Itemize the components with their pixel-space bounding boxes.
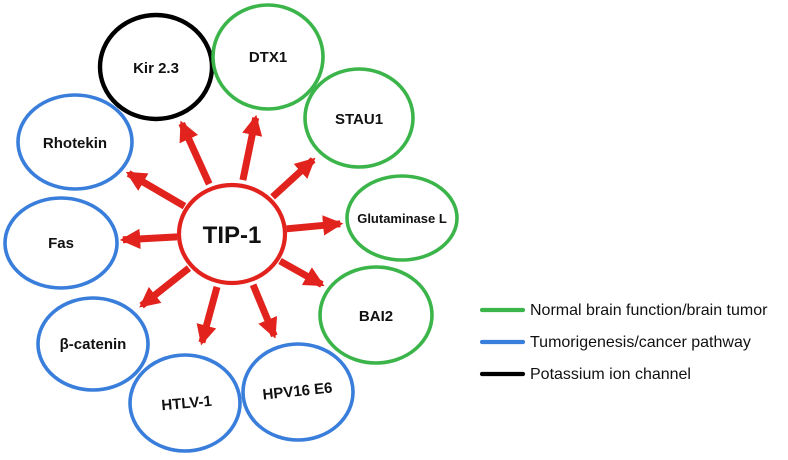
node-htlv-1: HTLV-1 [128,353,242,453]
arrow-to-hpv16-e6 [249,283,278,339]
bai2-label: BAI2 [359,308,393,325]
arrow-to-glutaminase-l [286,215,344,236]
rhotekin-circle [16,93,134,191]
htlv-1-circle [128,353,242,453]
node-beta-catenin: β-catenin [36,296,150,392]
dtx1-label: DTX1 [249,49,287,66]
stau1-label: STAU1 [335,111,383,128]
arrow-to-beta-catenin [139,265,192,309]
arrow-to-htlv-1 [196,285,221,346]
fas-circle [3,196,119,290]
kir-2-3-label: Kir 2.3 [133,60,179,77]
arrow-to-kir-2-3 [178,120,213,186]
node-rhotekin: Rhotekin [16,93,134,191]
legend-label-normal-brain: Normal brain function/brain tumor [530,302,768,319]
legend-label-potassium: Potassium ion channel [530,366,691,383]
node-fas: Fas [3,196,119,290]
node-dtx1: DTX1 [211,3,325,111]
node-bai2: BAI2 [318,265,434,365]
center-node-tip-1: TIP-1 [176,182,288,286]
fas-label: Fas [48,235,74,252]
stau1-circle [303,67,415,169]
dtx1-circle [211,3,325,111]
tip-1-circle [176,182,288,286]
glutaminase-l-label: Glutaminase L [357,211,447,226]
rhotekin-label: Rhotekin [43,135,107,152]
beta-catenin-label: β-catenin [60,336,127,353]
arrow-to-rhotekin [125,170,187,210]
htlv-1-label: HTLV-1 [161,393,213,414]
legend: Normal brain function/brain tumor Tumori… [479,302,768,383]
glutaminase-l-circle [345,174,459,262]
node-glutaminase-l: Glutaminase L [345,174,459,262]
legend-label-tumorigenesis: Tumorigenesis/cancer pathway [530,334,751,351]
arrows [119,114,344,346]
arrow-to-bai2 [278,257,325,288]
arrow-to-dtx1 [239,114,263,181]
bai2-circle [318,265,434,365]
node-kir-2-3: Kir 2.3 [97,12,215,122]
node-stau1: STAU1 [303,67,415,169]
arrow-to-stau1 [270,157,316,200]
kir-2-3-circle [97,12,215,122]
beta-catenin-circle [36,296,150,392]
node-hpv16-e6: HPV16 E6 [241,342,355,442]
tip-1-label: TIP-1 [203,222,262,249]
hpv16-e6-circle [241,342,355,442]
arrow-to-fas [119,228,178,250]
